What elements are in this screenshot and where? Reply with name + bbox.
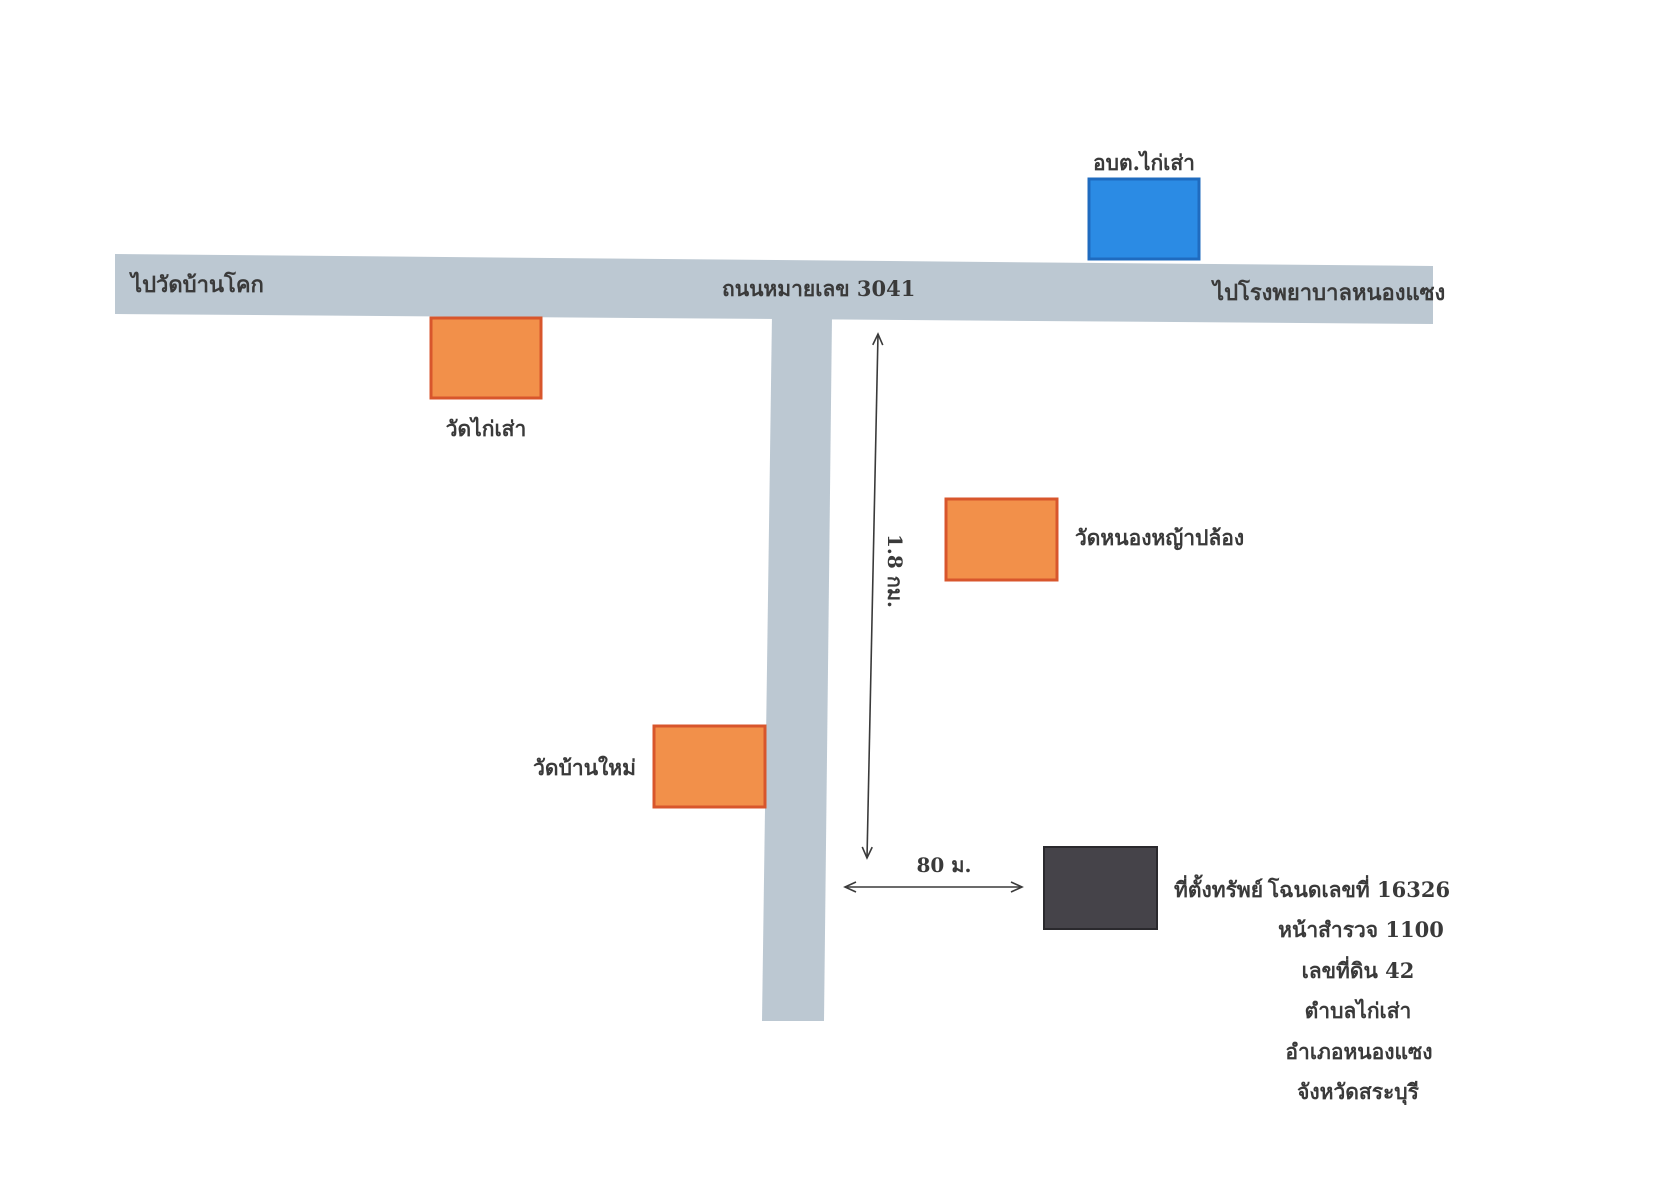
property-border bbox=[1043, 846, 1158, 930]
land-number: เลขที่ดิน 42 bbox=[1302, 955, 1415, 983]
label-wat-nong-ya-plong: วัดหนองหญ้าปล้อง bbox=[1075, 525, 1244, 551]
survey-page: หน้าสำรวจ 1100 bbox=[1278, 917, 1444, 942]
label-to-wat-ban-khok: ไปวัดบ้านโคก bbox=[129, 271, 264, 298]
wat-nong-ya-plong-marker bbox=[946, 499, 1057, 580]
tao-office-border bbox=[1087, 177, 1201, 261]
label-wat-kai-sao: วัดไก่เส่า bbox=[446, 416, 527, 441]
wat-ban-mai-border bbox=[652, 724, 767, 809]
wat-kai-sao-border bbox=[429, 316, 543, 400]
label-to-nong-saeng-hospital: ไปโรงพยาบาลหนองแซง bbox=[1211, 279, 1445, 306]
label-wat-ban-mai: วัดบ้านใหม่ bbox=[533, 755, 636, 780]
main-road bbox=[115, 254, 1433, 324]
tao-office-marker bbox=[1089, 179, 1199, 259]
wat-kai-sao-marker bbox=[431, 318, 541, 398]
deed-number: โฉนดเลขที่ 16326 bbox=[1267, 874, 1450, 902]
label-distance-1-8-km: 1.8 กม. bbox=[883, 534, 907, 608]
label-property: ที่ตั้งทรัพย์ bbox=[1174, 874, 1263, 902]
district: อำเภอหนองแซง bbox=[1285, 1039, 1432, 1064]
deed-info-block: โฉนดเลขที่ 16326 หน้าสำรวจ 1100 เลขที่ดิ… bbox=[1267, 874, 1450, 1106]
wat-nong-ya-plong-border bbox=[944, 497, 1059, 582]
label-distance-80-m: 80 ม. bbox=[917, 853, 972, 877]
province: จังหวัดสระบุรี bbox=[1297, 1079, 1420, 1106]
label-tao-office: อบต.ไก่เส่า bbox=[1093, 150, 1195, 175]
subdistrict: ตำบลไก่เส่า bbox=[1305, 998, 1412, 1023]
distance-arrow-vertical bbox=[861, 332, 884, 860]
property-marker bbox=[1044, 847, 1157, 929]
side-road bbox=[762, 314, 832, 1021]
wat-ban-mai-marker bbox=[654, 726, 765, 807]
label-main-road-name: ถนนหมายเลข 3041 bbox=[722, 276, 915, 301]
